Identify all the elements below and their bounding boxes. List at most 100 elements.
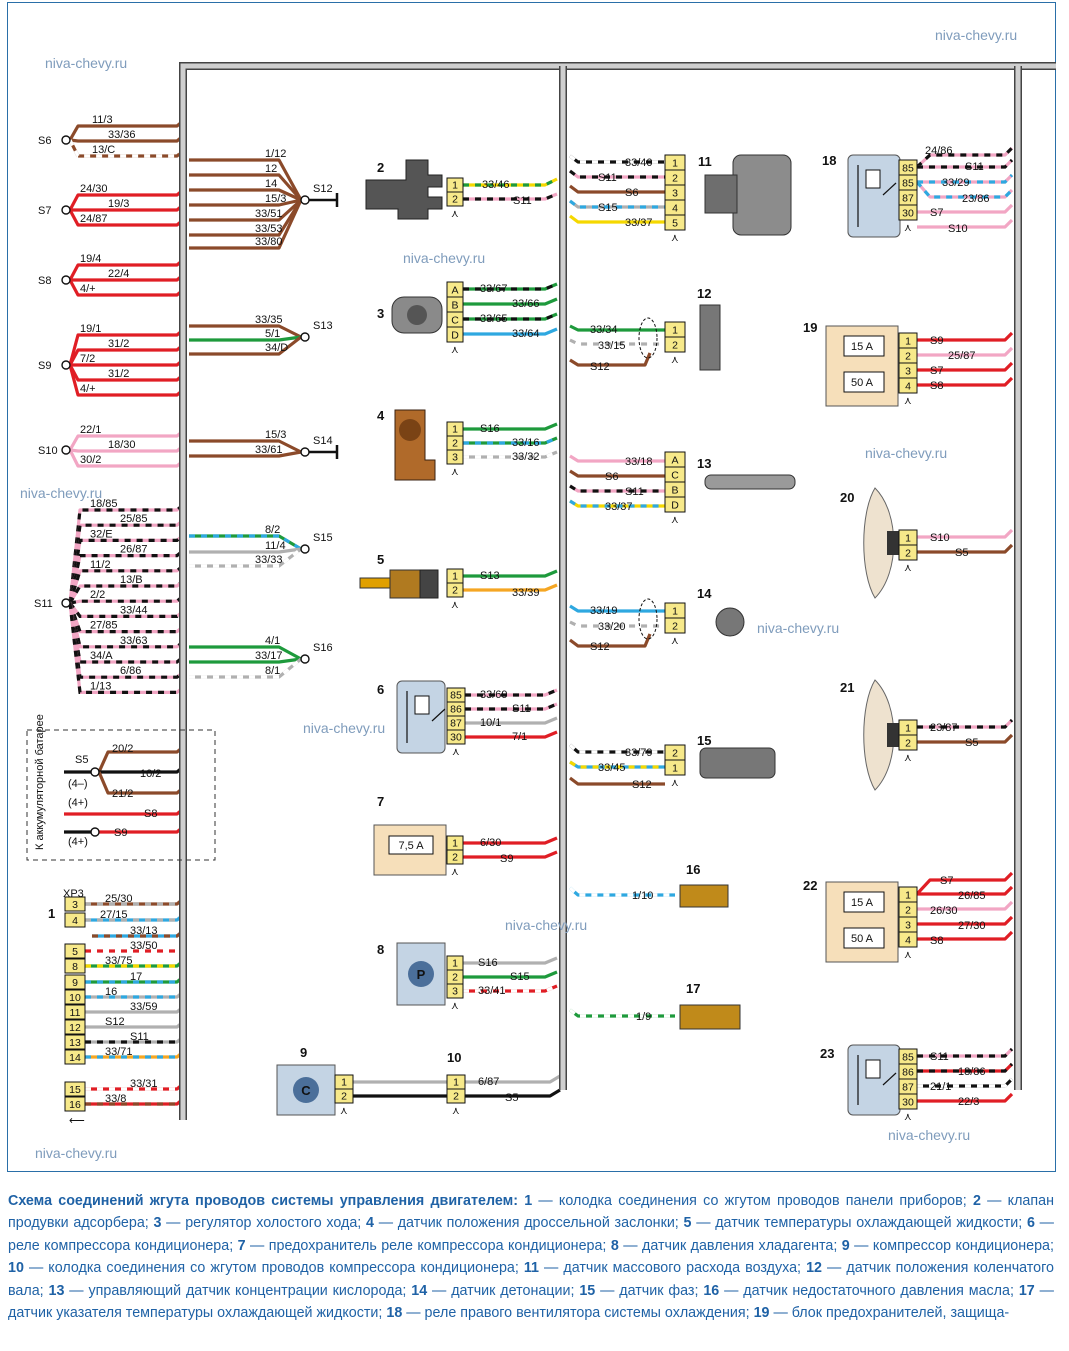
comp3-wire-label: 33/66 bbox=[512, 298, 540, 310]
comp15-connector-pin bbox=[664, 759, 686, 776]
caption-item-text: датчик массового расхода воздуха; bbox=[563, 1260, 802, 1277]
s15-wire-2-stripe bbox=[189, 547, 302, 568]
caption-item-text: предохранитель реле компрессора кондицио… bbox=[268, 1237, 607, 1254]
pressure-sensor-letter: P bbox=[417, 967, 426, 982]
crank-sensor-icon bbox=[699, 304, 721, 371]
battery-s9-point bbox=[90, 827, 100, 837]
comp11-wire-label: 33/37 bbox=[625, 217, 653, 229]
comp8-wire-label: S15 bbox=[510, 971, 530, 983]
comp4-connector-pin-label: 1 bbox=[452, 424, 458, 436]
comp10-wire-label: S5 bbox=[505, 1092, 518, 1104]
comp2-connector-pin-label: 1 bbox=[452, 180, 458, 192]
s13-wire-label: 33/35 bbox=[255, 314, 283, 326]
comp21-wire-label: S5 bbox=[965, 737, 978, 749]
comp11-w1-stripe bbox=[569, 169, 665, 179]
comp15-number: 15 bbox=[697, 733, 711, 748]
caption-item-text: датчик фаз; bbox=[619, 1282, 699, 1299]
s16-wire-label: 8/1 bbox=[265, 665, 280, 677]
s16-wire-0 bbox=[189, 645, 302, 661]
oil-sensor-icon bbox=[679, 884, 729, 908]
comp11-w3-stripe bbox=[569, 199, 665, 209]
comp13-w1 bbox=[569, 469, 665, 478]
s11-wire-1-stripe bbox=[68, 518, 185, 604]
coolant-sensor-tip bbox=[359, 577, 391, 589]
comp4-w2-stripe bbox=[463, 450, 558, 459]
caption-item-number: 17 bbox=[1018, 1282, 1035, 1299]
comp20-number: 20 bbox=[840, 490, 854, 505]
s16-wire-2-stripe bbox=[189, 657, 303, 679]
comp3-connector-lock-icon: ⋏ bbox=[451, 344, 459, 356]
xp3-pin bbox=[64, 1004, 86, 1020]
s11-label: S11 bbox=[34, 598, 53, 610]
comp12-wire-label: 33/15 bbox=[598, 340, 626, 352]
comp23-relay-coil bbox=[865, 1059, 881, 1079]
caption-item-number: 10 bbox=[8, 1260, 24, 1277]
battery-s5: S5 bbox=[75, 754, 88, 766]
comp23-wire-label: 18/86 bbox=[958, 1066, 986, 1078]
comp20-connector-pin bbox=[898, 544, 918, 561]
comp23-number: 23 bbox=[820, 1046, 834, 1061]
comp10-wire-label: 6/87 bbox=[478, 1076, 499, 1088]
s12-wire-label: 12 bbox=[265, 163, 277, 175]
s15-wire-label: 8/2 bbox=[265, 524, 280, 536]
s12-label: S12 bbox=[313, 183, 333, 195]
s11-wire-7-stripe bbox=[68, 602, 185, 618]
s6-point bbox=[61, 135, 71, 145]
comp4-number: 4 bbox=[377, 408, 385, 423]
compressor-letter: C bbox=[301, 1083, 311, 1098]
comp18-wire-label: 24/86 bbox=[925, 145, 953, 157]
comp20-wire-label: S5 bbox=[955, 547, 968, 559]
watermark: niva-chevy.ru bbox=[757, 620, 839, 636]
comp17-wire-label: 1/9 bbox=[636, 1011, 651, 1023]
xp3-label: XP3 bbox=[63, 888, 84, 900]
s15-point bbox=[300, 544, 310, 554]
caption-item-text: датчик давления хладагента; bbox=[641, 1237, 838, 1254]
comp18-number: 18 bbox=[822, 153, 836, 168]
fan21-motor bbox=[887, 723, 901, 747]
comp6-wire-label: 10/1 bbox=[480, 717, 501, 729]
caption-item-text: клапан продувки адсорбера; bbox=[8, 1193, 1054, 1232]
labels-layer: niva-chevy.runiva-chevy.runiva-chevy.run… bbox=[20, 27, 1017, 1161]
comp4-w1-stripe bbox=[463, 436, 558, 445]
s16-point bbox=[300, 654, 310, 664]
caption-item-text: реле правого вентилятора системы охлажде… bbox=[424, 1305, 750, 1322]
comp11-connector-lock-icon: ⋏ bbox=[671, 232, 679, 244]
comp2-w1-stripe bbox=[463, 177, 558, 187]
idle-regulator-hole bbox=[407, 305, 427, 325]
xp3-pin bbox=[64, 1096, 86, 1112]
xp3-pin-label: 10 bbox=[69, 992, 81, 1004]
s13-wire-0 bbox=[189, 324, 302, 339]
comp12-w1 bbox=[569, 324, 665, 332]
comp8-connector-pin bbox=[446, 983, 464, 999]
xp3-wire-label: 16 bbox=[105, 986, 117, 998]
xp3-wire-label: S12 bbox=[105, 1016, 125, 1028]
comp14-number: 14 bbox=[697, 586, 712, 601]
watermark: niva-chevy.ru bbox=[35, 1145, 117, 1161]
comp21-connector-pin bbox=[898, 734, 918, 751]
comp9-connector-pin-label: 2 bbox=[341, 1091, 347, 1103]
caption-item-number: 2 bbox=[972, 1193, 981, 1209]
comp19-wire-label: S9 bbox=[930, 335, 943, 347]
caption-item-text: колодка соединения со жгутом проводов ко… bbox=[48, 1260, 519, 1277]
s10-point bbox=[61, 445, 71, 455]
comp2-connector-pin-label: 2 bbox=[452, 194, 458, 206]
comp23-connector-pin-label: 87 bbox=[902, 1082, 914, 1094]
comp22-wire-label: S7 bbox=[940, 875, 953, 887]
s13-wire-1 bbox=[189, 335, 302, 342]
xp3-pin-label: 3 bbox=[72, 899, 78, 911]
s15-label: S15 bbox=[313, 532, 333, 544]
purge-valve-icon bbox=[365, 159, 443, 220]
comp10-w1 bbox=[465, 1074, 561, 1084]
comp6-connector-pin-label: 85 bbox=[450, 690, 462, 702]
comp11-wire-label: S11 bbox=[598, 172, 617, 184]
s13-wire-label: 34/D bbox=[265, 342, 288, 354]
s11-wire-label: 26/87 bbox=[120, 544, 148, 556]
xp3-pin-label: 11 bbox=[70, 1007, 81, 1019]
fan20-motor bbox=[887, 531, 901, 555]
bat-w4 bbox=[64, 807, 185, 816]
wiring-diagram: niva-chevy.runiva-chevy.runiva-chevy.run… bbox=[20, 27, 1056, 1161]
s11-wire-label: 33/63 bbox=[120, 635, 148, 647]
caption-item-text: колодка соединения со жгутом проводов па… bbox=[558, 1193, 967, 1209]
caption-item-number: 1 bbox=[524, 1193, 533, 1209]
comp10-connector-pin-label: 1 bbox=[453, 1077, 459, 1089]
